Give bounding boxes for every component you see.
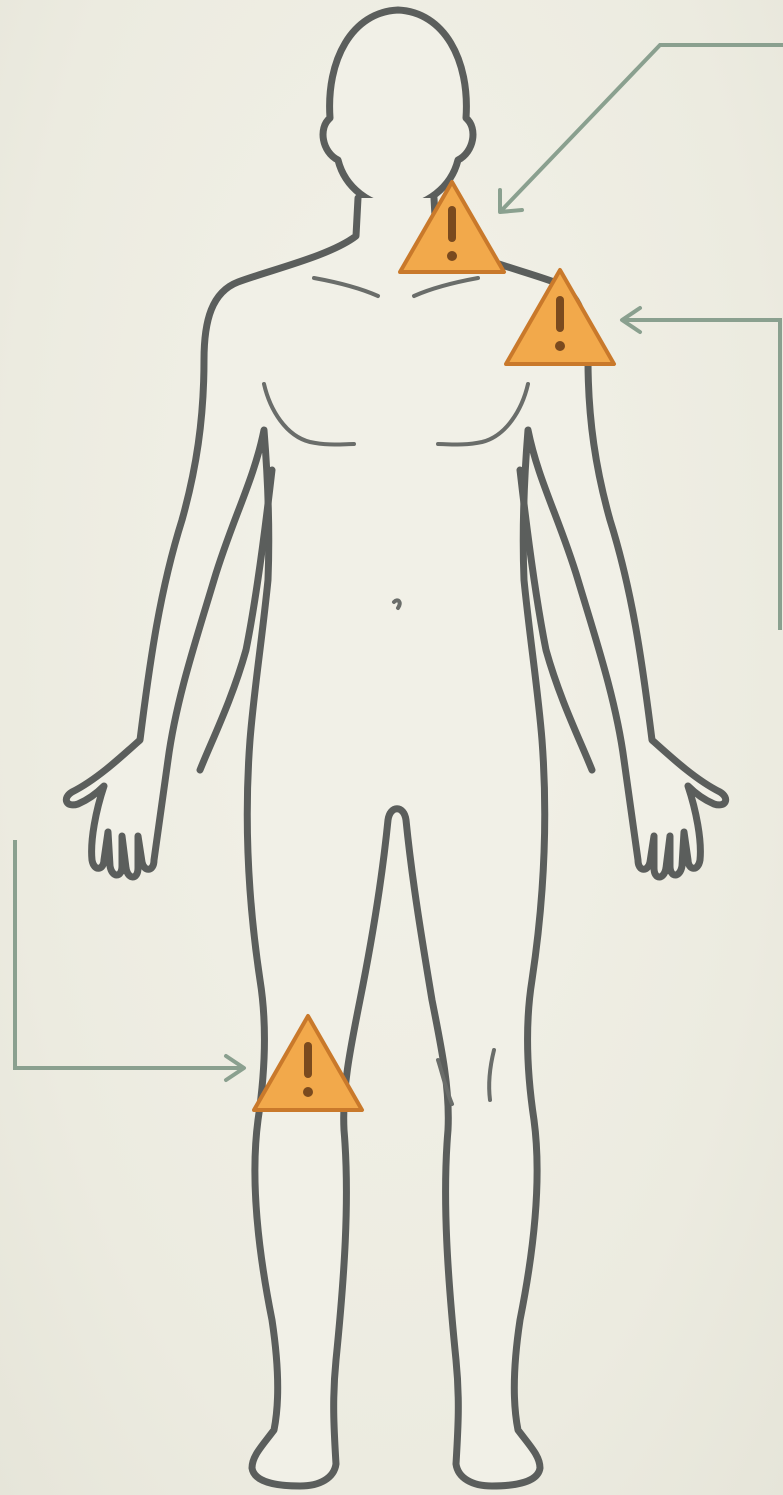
head-outline <box>323 10 473 208</box>
callout-neck-line <box>500 45 783 212</box>
exclamation-dot <box>555 341 565 351</box>
body-silhouette <box>66 198 725 1486</box>
callout-shoulder <box>622 308 780 630</box>
exclamation-bar <box>304 1042 312 1078</box>
callout-neck <box>500 45 783 212</box>
callout-shoulder-line <box>622 320 780 630</box>
exclamation-bar <box>448 206 456 242</box>
exclamation-bar <box>556 296 564 332</box>
exclamation-dot <box>303 1087 313 1097</box>
human-body-outline <box>66 10 725 1486</box>
exclamation-dot <box>447 251 457 261</box>
